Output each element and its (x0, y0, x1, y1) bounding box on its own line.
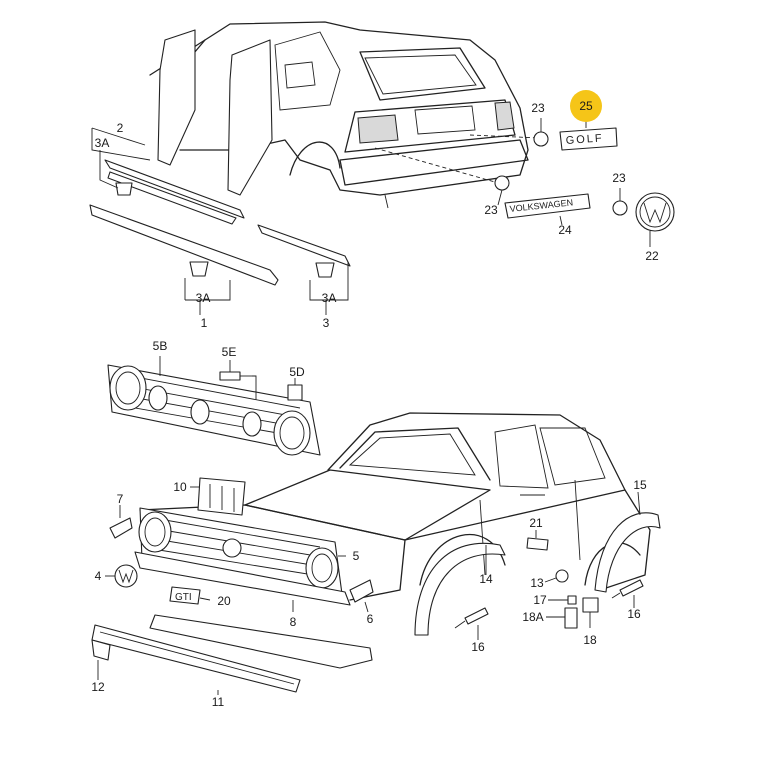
clip-18a (564, 607, 578, 629)
callout-18a: 18A (522, 610, 544, 624)
sill-strip-2 (104, 159, 245, 219)
clip-3a-1 (115, 182, 133, 196)
bumper-8 (134, 551, 351, 612)
callout-5e: 5E (221, 345, 237, 359)
tail-light-left (357, 114, 399, 144)
callout-22: 22 (645, 249, 659, 263)
callout-3: 3 (322, 316, 330, 330)
callout-16-right: 16 (627, 607, 641, 621)
sill-strip-1 (89, 204, 279, 286)
callout-15: 15 (633, 478, 647, 492)
grille-5b (107, 356, 321, 456)
callout-5: 5 (352, 549, 360, 563)
arch-flare-15 (594, 512, 661, 593)
callout-3a-right: 3A (321, 291, 337, 305)
callout-23-roundel: 23 (612, 171, 626, 185)
callout-21: 21 (529, 516, 543, 530)
callout-2: 2 (116, 121, 124, 135)
nut-13 (555, 569, 569, 583)
grille-fasteners (219, 360, 303, 401)
screw-16a (464, 607, 489, 625)
callout-24: 24 (558, 223, 572, 237)
washer-17 (567, 595, 577, 605)
clip-23b (494, 175, 510, 191)
gti-badge-text: GTI (175, 592, 192, 603)
callout-3a-top: 3A (94, 136, 110, 150)
front-grille-5 (138, 507, 346, 595)
screw-5e (219, 371, 241, 381)
callout-14: 14 (479, 572, 493, 586)
bracket-6 (349, 579, 374, 603)
callout-11: 11 (211, 695, 225, 709)
gti-badge-20 (169, 586, 201, 605)
grille-vw-badge (222, 538, 242, 558)
callout-5b: 5B (152, 339, 168, 353)
callout-16-left: 16 (471, 640, 485, 654)
clip-5d (287, 384, 303, 401)
strip-11 (91, 624, 301, 693)
callout-25-highlight: 25 (570, 90, 602, 122)
arch-flare-14 (414, 542, 506, 636)
callout-4: 4 (94, 569, 102, 583)
golf-emblem (559, 127, 618, 151)
clip-23c (612, 200, 628, 216)
callout-8: 8 (289, 615, 297, 629)
callout-6: 6 (366, 612, 374, 626)
callout-1: 1 (200, 316, 208, 330)
callout-18: 18 (583, 633, 597, 647)
open-rear-door (227, 39, 273, 196)
callout-23-golf: 23 (531, 101, 545, 115)
clip-3a-3 (315, 262, 335, 278)
lower-spoiler (91, 614, 373, 695)
screw-16b (619, 579, 644, 597)
arch-flares (414, 491, 661, 636)
golf-emblem-text: GOLF (565, 132, 604, 147)
vw-emblem-4 (114, 564, 138, 588)
callout-13: 13 (530, 576, 544, 590)
rear-emblems: VOLKSWAGEN GOLF (494, 118, 675, 247)
bracket-10 (190, 477, 246, 516)
clip-23a (533, 131, 549, 147)
cover-21 (526, 537, 549, 551)
tail-light-right (494, 101, 515, 131)
sill-moldings (89, 127, 351, 315)
callout-5d: 5D (289, 365, 305, 379)
callout-7: 7 (116, 492, 124, 506)
sill-strip-3 (257, 224, 351, 267)
callout-12: 12 (91, 680, 105, 694)
rear-car-body (149, 21, 541, 209)
volkswagen-emblem (504, 193, 591, 219)
clip-3a-2 (189, 261, 209, 277)
open-front-door (157, 29, 196, 166)
callout-10: 10 (173, 480, 187, 494)
callout-20: 20 (217, 594, 231, 608)
rear-bumper (339, 139, 529, 186)
clip-18 (582, 597, 599, 613)
strip-12 (91, 639, 111, 661)
callout-23-vw: 23 (484, 203, 498, 217)
vw-roundel-22 (635, 192, 675, 232)
plate-recess (414, 105, 476, 135)
bracket-7 (109, 517, 133, 539)
callout-17: 17 (533, 593, 547, 607)
callout-3a-mid: 3A (195, 291, 211, 305)
